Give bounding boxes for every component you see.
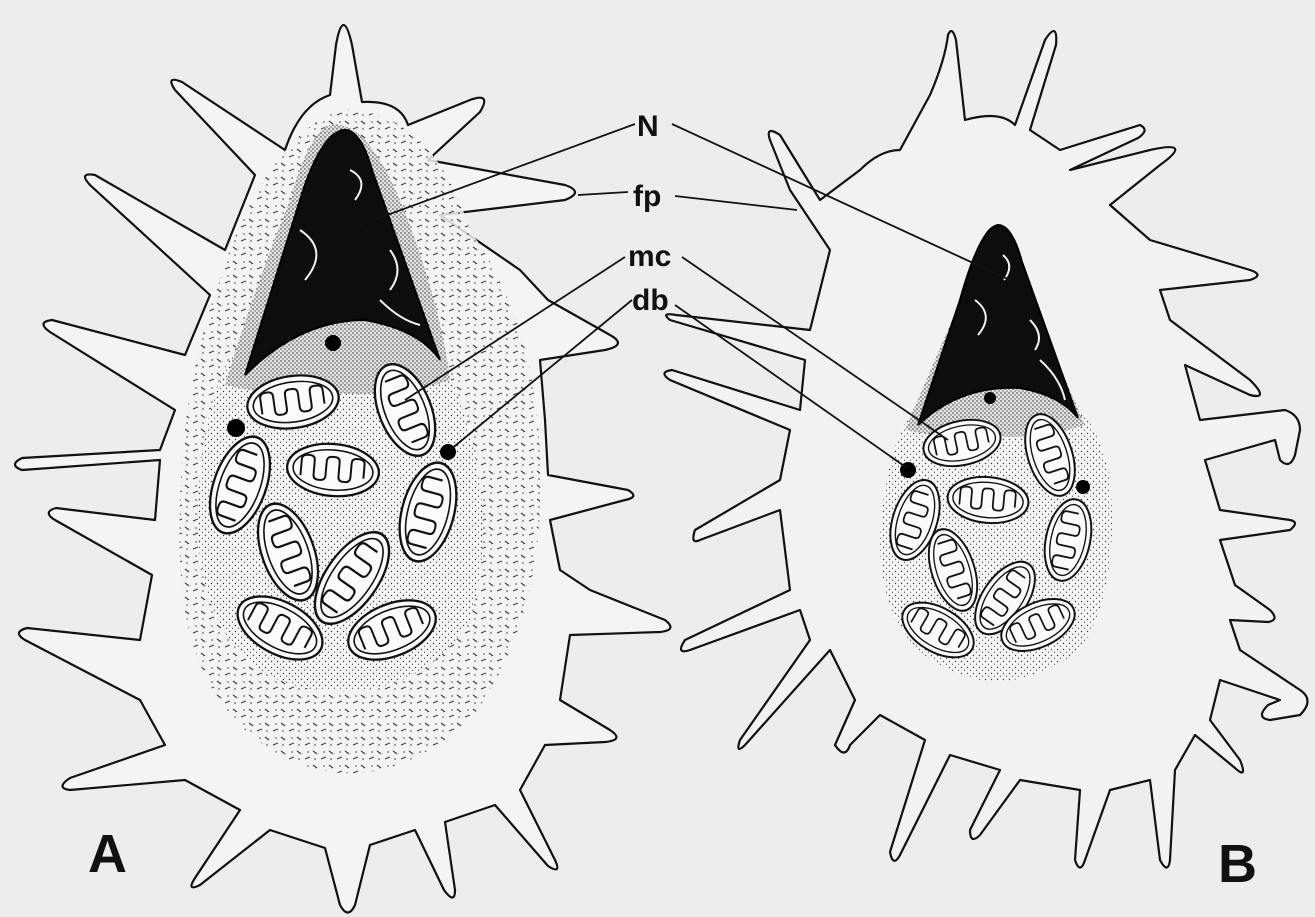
dense-body-b1	[984, 392, 996, 404]
panel-a: A	[15, 25, 670, 913]
panel-b: B	[664, 31, 1307, 894]
dense-body-b3	[1076, 480, 1090, 494]
panel-b-letter: B	[1218, 834, 1257, 894]
label-dense-body: db	[632, 284, 669, 317]
label-filopodia: fp	[633, 180, 661, 213]
labels: N fp mc db	[628, 110, 671, 317]
dense-body-a2	[227, 419, 245, 437]
dense-body-a1	[325, 335, 341, 351]
label-nucleus: N	[637, 110, 659, 143]
panel-a-letter: A	[88, 824, 127, 884]
label-mitochondria: mc	[628, 240, 671, 273]
